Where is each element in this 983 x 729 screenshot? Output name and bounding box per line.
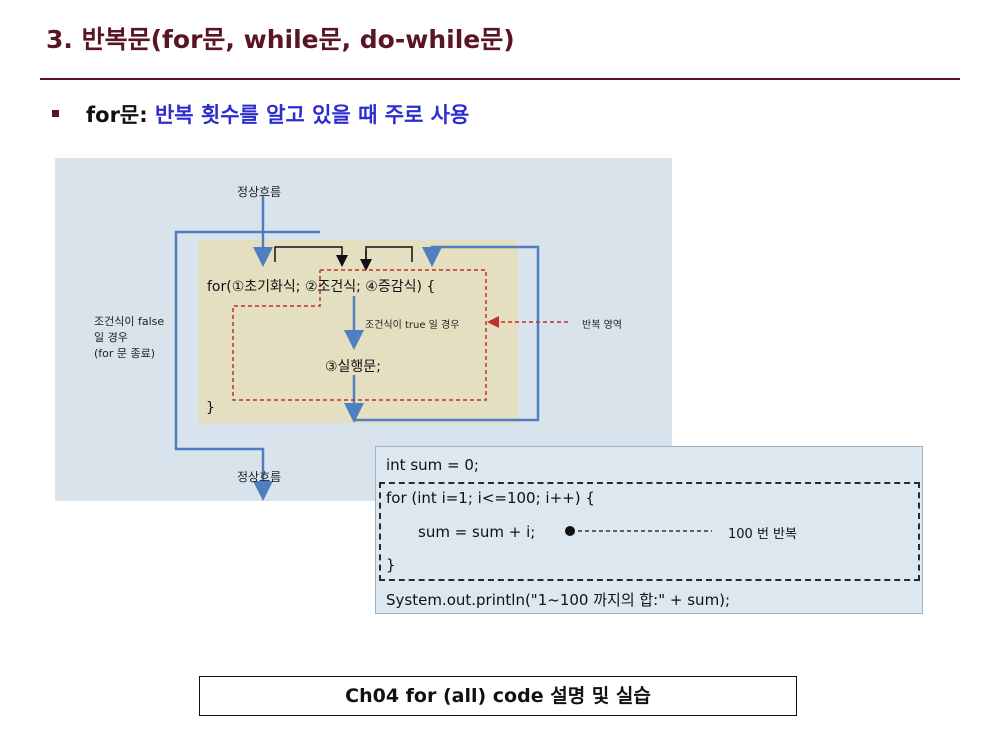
true-condition-label: 조건식이 true 일 경우 — [365, 320, 460, 331]
code-line-2: for (int i=1; i<=100; i++) { — [386, 489, 595, 507]
repeat-region-outline — [232, 269, 568, 401]
footer-caption: Ch04 for (all) code 설명 및 실습 — [199, 676, 797, 716]
code-line-3: sum = sum + i; — [418, 523, 536, 541]
loop-body-outline — [379, 482, 920, 581]
title-divider — [40, 78, 960, 80]
code-line-1: int sum = 0; — [386, 456, 479, 474]
code-line-5: System.out.println("1~100 까지의 합:" + sum)… — [386, 591, 731, 609]
page-title: 3. 반복문(for문, while문, do-while문) — [46, 25, 515, 54]
blue-flow-lines — [174, 196, 540, 501]
normal-flow-bottom-label: 정상흐름 — [237, 470, 282, 484]
false-condition-label-3: (for 문 종료) — [94, 347, 156, 360]
code-example-box — [375, 446, 923, 614]
repeat-dot — [565, 526, 575, 536]
exec-statement: ③실행문; — [325, 359, 381, 375]
for-syntax-line: for(①초기화식; ②조건식; ④증감식) { — [207, 279, 436, 295]
false-condition-label-2: 일 경우 — [94, 331, 128, 344]
code-line-4: } — [386, 556, 396, 574]
bullet-keyword: for문: — [86, 103, 148, 127]
diagram-close-brace: } — [206, 400, 215, 416]
black-brackets — [274, 246, 413, 271]
bullet-text: for문: 반복 횟수를 알고 있을 때 주로 사용 — [86, 99, 469, 129]
repeat-area-label: 반복 영역 — [582, 320, 622, 331]
repeat-count-note: 100 번 반복 — [728, 527, 797, 542]
bullet-marker — [52, 110, 59, 117]
normal-flow-top-label: 정상흐름 — [237, 185, 282, 199]
bullet-description: 반복 횟수를 알고 있을 때 주로 사용 — [147, 103, 470, 127]
false-condition-label-1: 조건식이 false — [94, 315, 165, 328]
